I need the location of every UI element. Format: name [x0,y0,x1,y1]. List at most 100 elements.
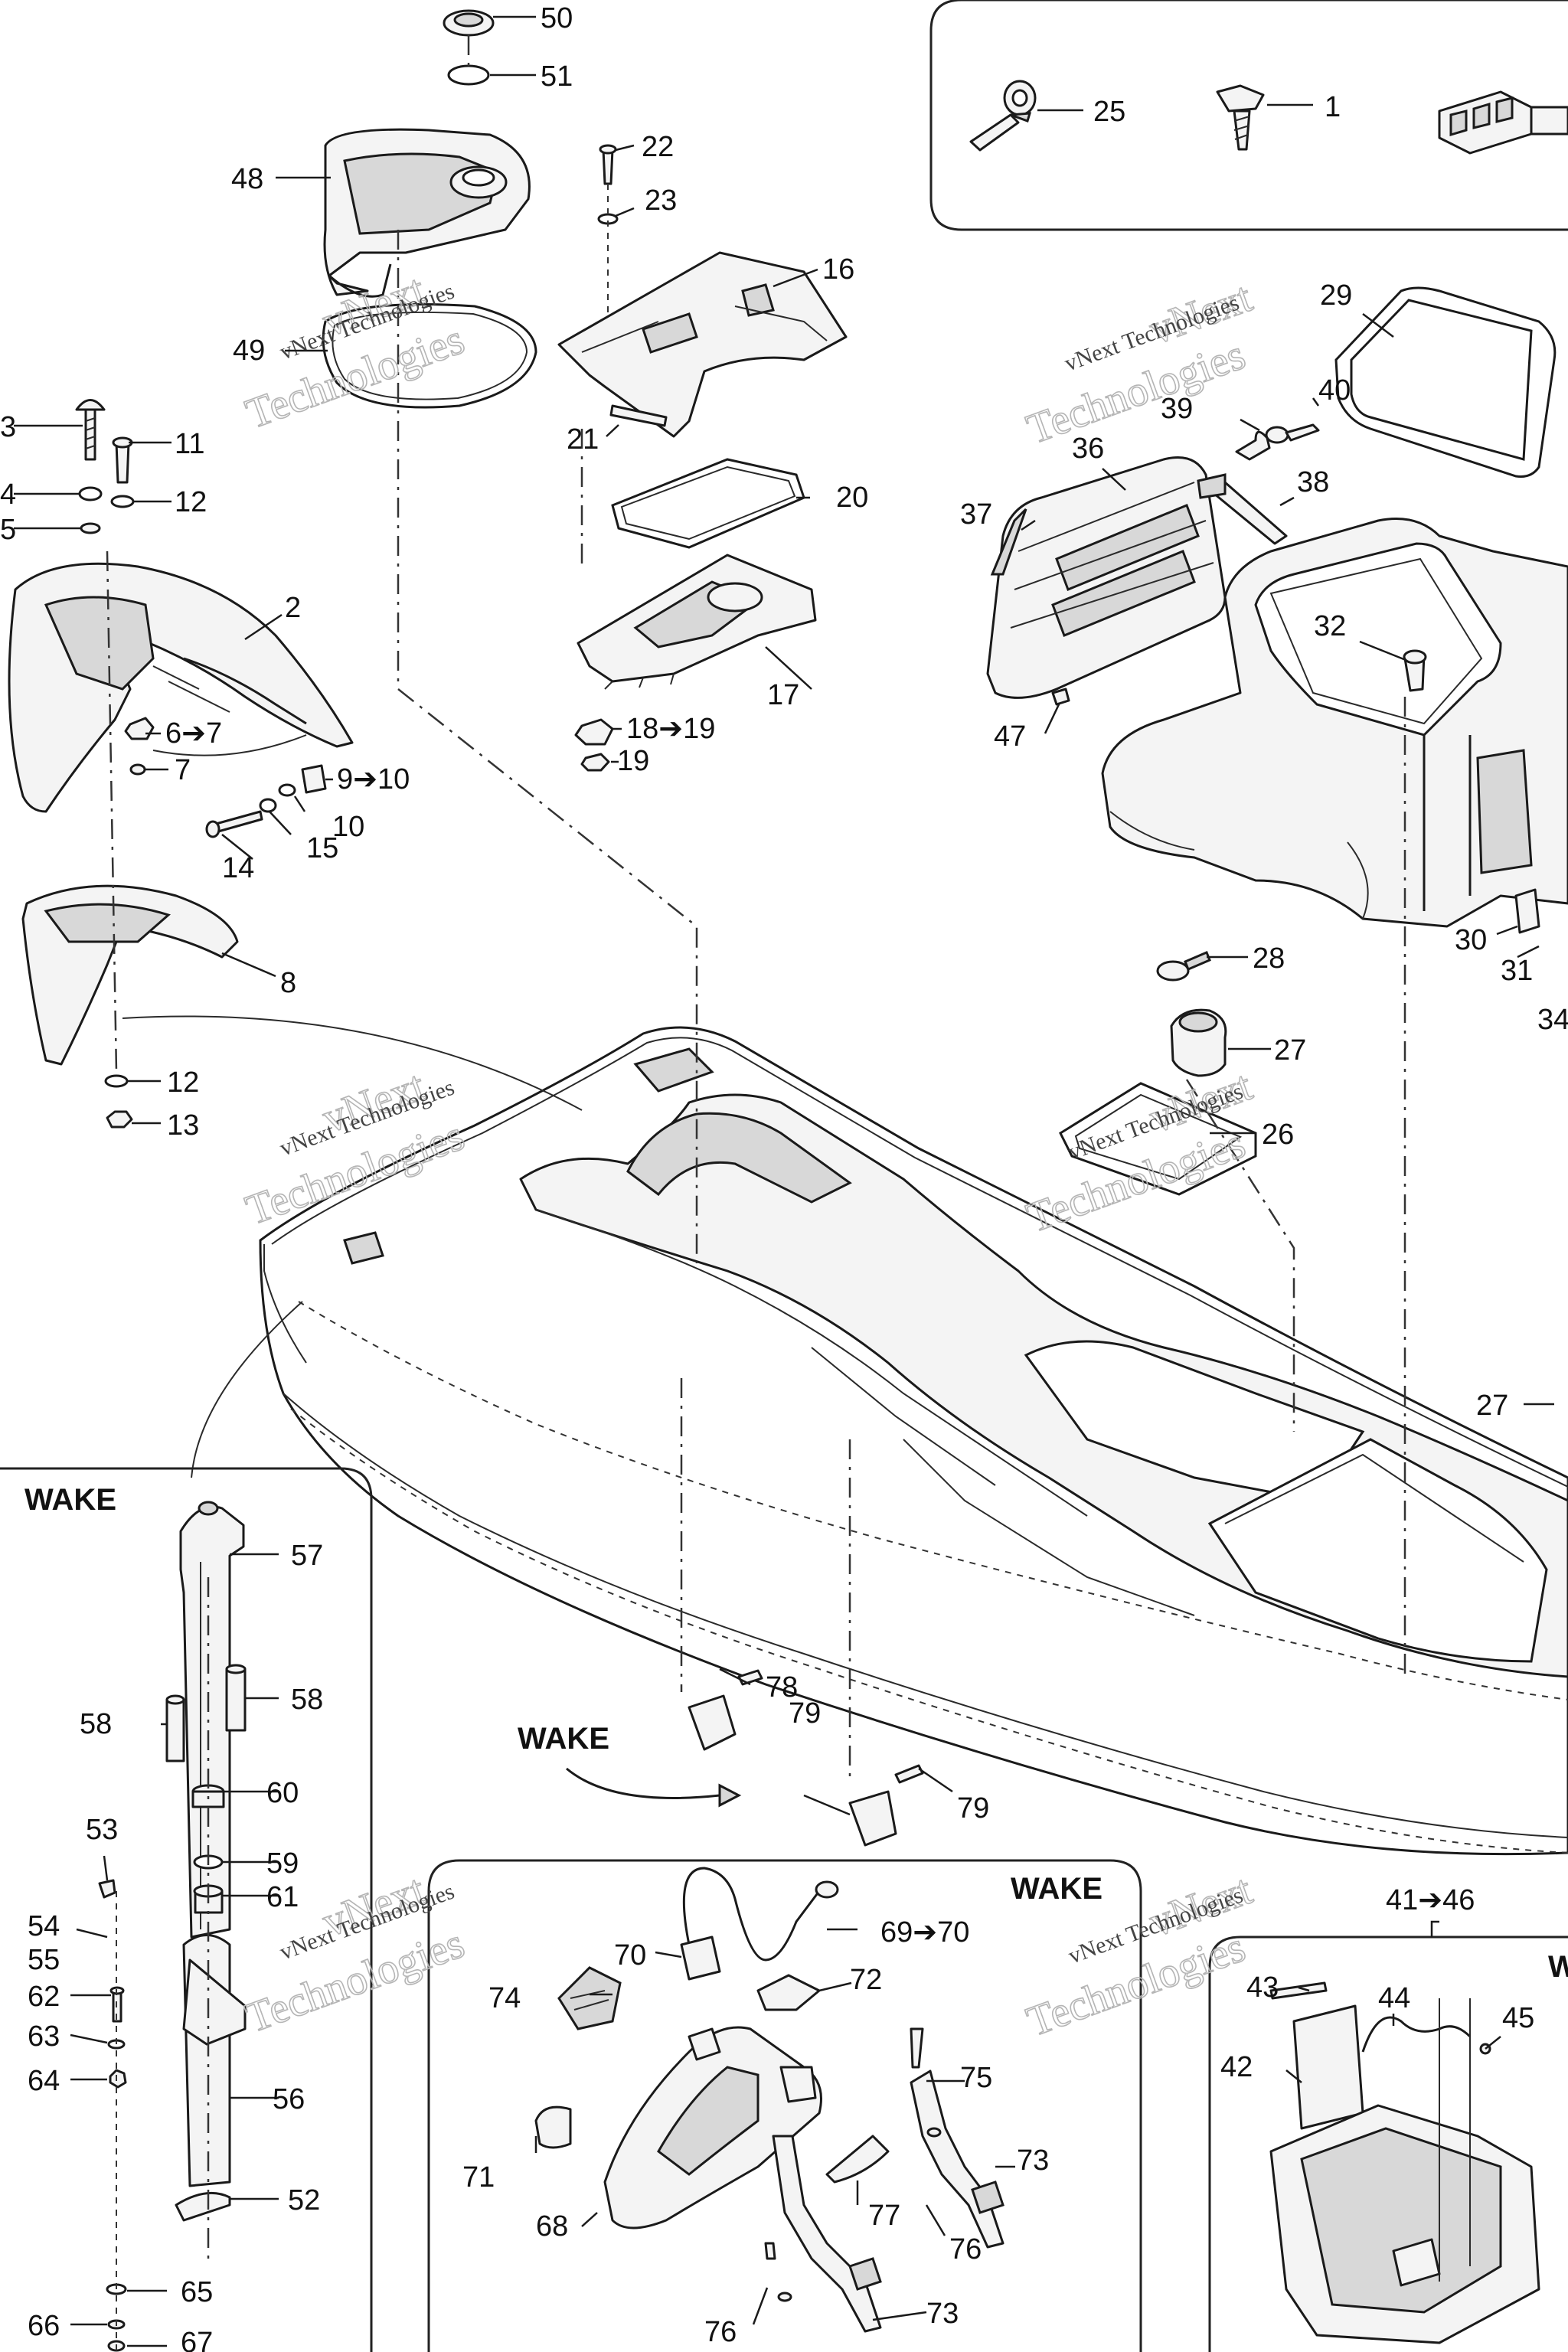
callout-48: 48 [231,163,263,195]
callout-74: 74 [488,1982,521,2014]
storage-inset-right [1208,1920,1568,2352]
callout-41: 41➔46 [1386,1884,1475,1916]
callout-58a: 58 [80,1708,112,1740]
callout-66: 66 [28,2310,60,2342]
callout-75: 75 [960,2062,992,2094]
callout-2: 2 [285,592,301,624]
callout-67: 67 [181,2327,213,2352]
callout-11: 11 [175,428,204,460]
callout-9: 9➔10 [337,763,410,795]
callout-50: 50 [541,2,573,34]
callout-69: 69➔70 [880,1916,969,1949]
inset-title-wake-arrow: WAKE [518,1722,609,1756]
callout-64: 64 [28,2065,60,2097]
callout-36: 36 [1072,433,1104,465]
callout-leaders [14,15,1554,2347]
callout-21: 21 [567,423,599,456]
wake-arrow-head [718,1783,742,1808]
callout-76a: 76 [949,2233,982,2265]
wake-inset-left [0,1467,373,2352]
callout-14: 14 [222,852,254,884]
callout-1: 1 [1325,91,1341,123]
connector-part [1438,90,1568,155]
callout-59: 59 [266,1847,299,1880]
callout-5: 5 [0,514,16,546]
callout-71: 71 [462,2161,495,2194]
callout-19: 19 [617,745,649,777]
callout-6: 6➔7 [165,717,222,750]
callout-76b: 76 [704,2316,737,2348]
callout-79b: 79 [957,1792,989,1824]
callout-37: 37 [960,498,992,531]
inset-title-right-partial: W [1548,1950,1568,1984]
callout-77: 77 [868,2200,900,2232]
callout-55: 55 [28,1944,60,1976]
cable-tie-part [969,80,1037,152]
callout-28: 28 [1253,942,1285,975]
callout-52: 52 [288,2184,320,2216]
callout-60: 60 [266,1777,299,1809]
callout-54: 54 [28,1910,60,1942]
callout-47: 47 [994,720,1026,753]
callout-53: 53 [86,1814,118,1846]
callout-25: 25 [1093,96,1125,128]
callout-8: 8 [280,967,296,999]
callout-72: 72 [850,1964,882,1996]
callout-63: 63 [28,2020,60,2053]
callout-13: 13 [167,1109,199,1142]
install-lines [122,230,1406,1784]
callout-40: 40 [1318,374,1351,407]
inset-title-wake-center: WAKE [1011,1872,1102,1906]
callout-27a: 27 [1274,1034,1306,1067]
callout-32: 32 [1314,610,1346,642]
callout-61: 61 [266,1881,299,1913]
storage-cap-parts [322,9,537,409]
callout-49: 49 [233,335,265,367]
hull [259,1026,1568,1856]
callout-43: 43 [1246,1971,1279,2004]
callout-73a: 73 [1017,2145,1049,2177]
callout-56: 56 [273,2083,305,2115]
callout-12b: 12 [167,1067,199,1099]
callout-20: 20 [836,482,868,514]
drain-parts [1059,951,1257,1196]
callout-45: 45 [1502,2002,1534,2034]
callout-18: 18➔19 [626,713,715,745]
callout-30: 30 [1455,924,1487,956]
screw-part [1216,84,1265,151]
callout-68: 68 [536,2210,568,2243]
callout-31: 31 [1501,955,1533,987]
callout-27b: 27 [1476,1390,1508,1422]
hardware-inset [929,0,1568,231]
console-parts [557,144,848,772]
callout-26: 26 [1262,1119,1294,1151]
callout-4: 4 [0,479,16,511]
callout-39: 39 [1161,393,1193,425]
callout-29: 29 [1320,279,1352,312]
callout-57: 57 [291,1540,323,1572]
callout-73b: 73 [926,2298,959,2330]
callout-79a: 79 [789,1697,821,1730]
callout-12a: 12 [175,486,207,518]
rear-grab-parts [8,399,354,1129]
callout-34: 34 [1537,1004,1568,1036]
callout-38: 38 [1297,466,1329,498]
callout-7: 7 [175,754,191,786]
callout-51: 51 [541,60,573,93]
callout-58b: 58 [291,1684,323,1716]
callout-3: 3 [0,411,16,443]
inset-title-wake-left: WAKE [24,1483,116,1517]
callout-78: 78 [766,1671,798,1704]
wake-arrow [566,1767,720,1799]
wake-inset-center [427,1859,1142,2352]
callout-23: 23 [645,185,677,217]
callout-44: 44 [1378,1982,1410,2014]
callout-70: 70 [614,1939,646,1971]
seat-parts [986,286,1568,934]
callout-62: 62 [28,1981,60,2013]
callout-10: 10 [332,811,364,843]
callout-17: 17 [767,679,799,711]
callout-42: 42 [1220,2051,1253,2083]
